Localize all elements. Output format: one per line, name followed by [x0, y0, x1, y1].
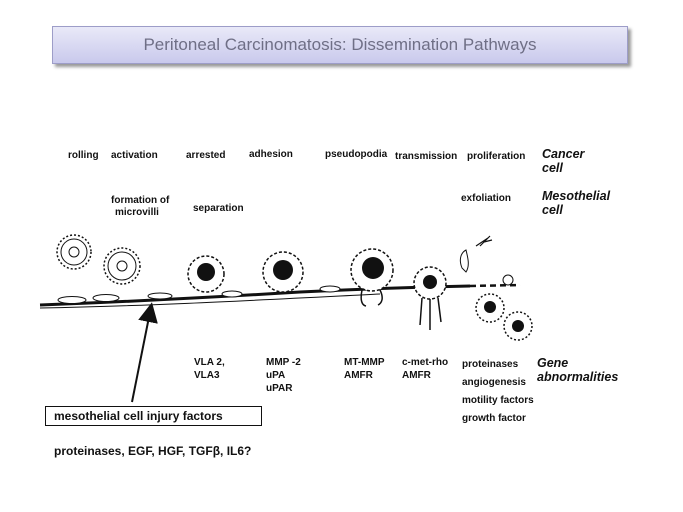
label-rolling: rolling [68, 150, 99, 161]
gene-col-vla: VLA 2,VLA3 [194, 357, 225, 381]
mesothelial-cell-4 [221, 290, 243, 298]
arrested-cancer-cell [187, 255, 225, 293]
mesothelial-cell-5 [319, 285, 341, 293]
label-arrested: arrested [186, 150, 226, 161]
label-exfoliation: exfoliation [461, 193, 512, 204]
injury-arrow [131, 302, 158, 403]
mesothelial-cell-1 [57, 296, 87, 304]
label-pseudopodia: pseudopodia [325, 149, 388, 160]
injury-factors-box: mesothelial cell injury factors [45, 406, 262, 426]
activated-cancer-cell [103, 247, 141, 285]
label-separation: separation [193, 203, 244, 214]
small-cell-on-surface [502, 274, 514, 286]
exfoliating-mesothelial-cell [459, 235, 493, 273]
transmission-cancer-cell [413, 266, 447, 330]
proliferating-cancer-cell-1 [475, 293, 505, 323]
injury-factors-list: proteinases, EGF, HGF, TGFβ, IL6? [54, 444, 252, 458]
peritoneal-surface-dashed [469, 283, 521, 288]
label-activation: activation [111, 150, 158, 161]
mesothelial-cell-2 [92, 294, 120, 302]
label-proliferation: proliferation [467, 151, 526, 162]
label-adhesion: adhesion [249, 149, 293, 160]
label-transmission: transmission [395, 151, 458, 162]
title-banner: Peritoneal Carcinomatosis: Dissemination… [52, 26, 628, 64]
peritoneal-surface-lower [39, 293, 381, 309]
mesothelial-cell-3 [147, 292, 173, 300]
pseudopodia-cancer-cell [350, 248, 394, 307]
slide-title: Peritoneal Carcinomatosis: Dissemination… [143, 35, 537, 54]
injury-factors-title: mesothelial cell injury factors [54, 409, 223, 423]
adhesion-cancer-cell [262, 251, 304, 293]
rolling-cancer-cell [56, 234, 92, 270]
proliferating-cancer-cell-2 [503, 311, 533, 341]
